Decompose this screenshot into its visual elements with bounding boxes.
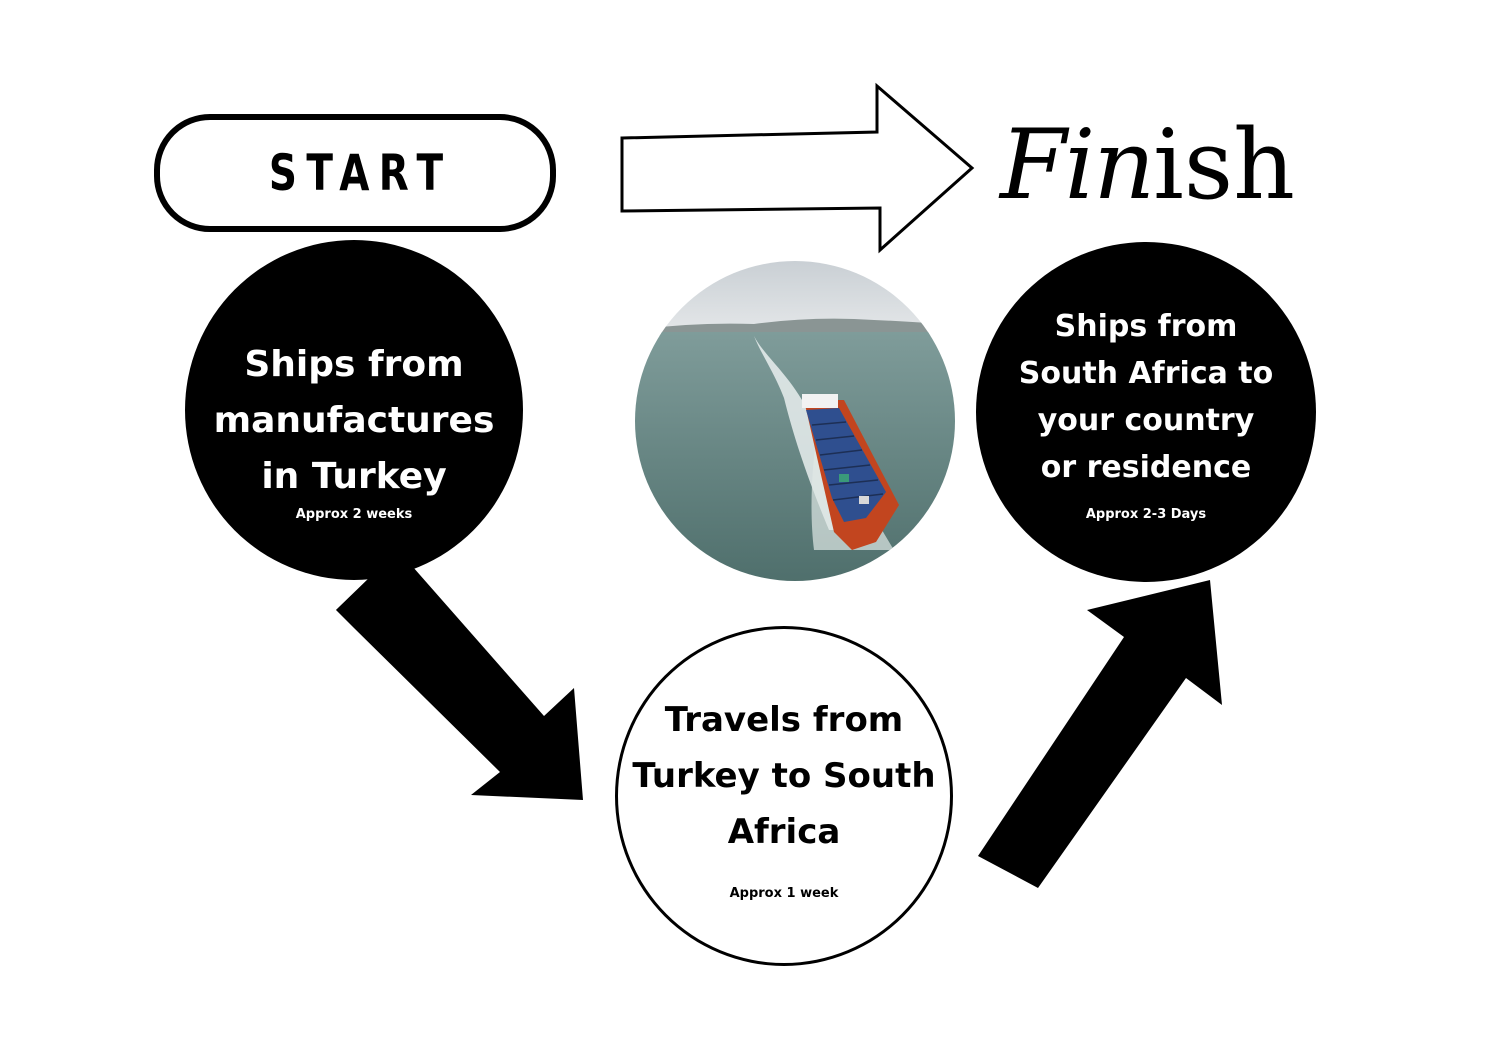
finish-label: Finish bbox=[1000, 100, 1330, 230]
green-container bbox=[839, 474, 849, 482]
step-2-title-line: Africa bbox=[727, 811, 841, 852]
sky bbox=[635, 261, 955, 330]
ship-photo bbox=[635, 261, 955, 581]
step-2-duration: Approx 1 week bbox=[729, 885, 839, 901]
step-1-title: Ships from manufactures in Turkey bbox=[214, 337, 495, 505]
step-3-duration: Approx 2-3 Days bbox=[1085, 506, 1207, 522]
step-2-circle: Travels from Turkey to South Africa Appr… bbox=[615, 626, 953, 966]
step-3-title-line: your country bbox=[1037, 402, 1255, 438]
step-1-circle: Ships from manufactures in Turkey Approx… bbox=[185, 240, 523, 580]
step-3-title: Ships from South Africa to your country … bbox=[1019, 303, 1274, 491]
step-2-title-line: Turkey to South bbox=[632, 755, 936, 796]
sea bbox=[635, 332, 955, 581]
step-2-title-line: Travels from bbox=[664, 699, 904, 740]
white-container bbox=[859, 496, 869, 504]
step-1-title-line: manufactures bbox=[213, 399, 495, 441]
ship-containers bbox=[806, 408, 886, 522]
finish-label-script: Fin bbox=[1000, 109, 1155, 221]
step-3-title-line: Ships from bbox=[1054, 308, 1238, 344]
start-label: START bbox=[269, 144, 453, 202]
start-pill: START bbox=[154, 114, 556, 232]
distant-hills bbox=[635, 318, 955, 336]
container-rows bbox=[811, 421, 884, 501]
step-1-title-line: Ships from bbox=[244, 343, 464, 385]
step-3-title-line: South Africa to bbox=[1018, 355, 1274, 391]
finish-label-plain: ish bbox=[1153, 109, 1295, 221]
step-1-duration: Approx 2 weeks bbox=[295, 506, 413, 522]
ship-bridge bbox=[802, 394, 838, 408]
step-1-title-line: in Turkey bbox=[261, 455, 447, 497]
step-2-title: Travels from Turkey to South Africa bbox=[632, 692, 935, 860]
step-3-circle: Ships from South Africa to your country … bbox=[976, 242, 1316, 582]
step-3-title-line: or residence bbox=[1040, 449, 1252, 485]
